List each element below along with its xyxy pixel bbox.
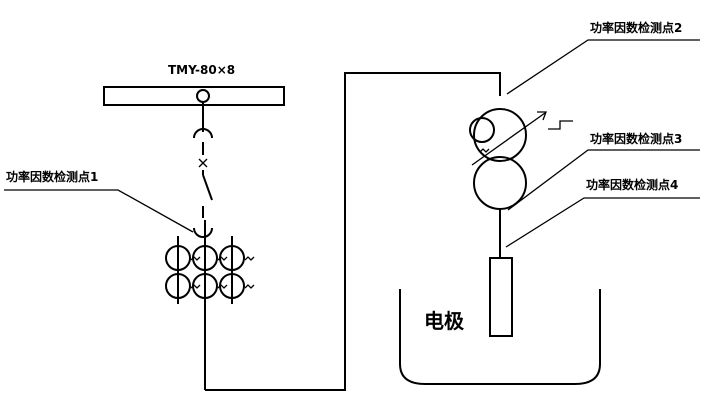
leader-point-3	[507, 149, 700, 211]
leader-point-1	[4, 189, 194, 233]
busbar-label: TMY-80×8	[168, 63, 236, 77]
upper-contact-arc	[193, 128, 213, 139]
transformer-ct-circle	[469, 117, 495, 143]
point-3-label: 功率因数检测点3	[590, 132, 683, 146]
lower-contact-arc	[193, 227, 213, 238]
feeder-cable	[205, 72, 501, 391]
ct-secondary-mark	[190, 284, 201, 289]
point-4-label: 功率因数检测点4	[586, 178, 679, 192]
ct-secondary-mark	[244, 284, 255, 289]
tap-step-symbol	[548, 120, 573, 130]
electrode-rod	[489, 257, 513, 337]
electrode-label: 电极	[424, 309, 464, 333]
transformer-secondary-winding	[473, 156, 527, 210]
ct-secondary-mark	[244, 256, 255, 261]
switch-blade	[202, 174, 213, 201]
tap-changer-arrowhead	[537, 111, 547, 121]
ct-secondary-mark	[217, 284, 228, 289]
transformer-secondary-mark	[479, 148, 490, 153]
point-2-label: 功率因数检测点2	[590, 21, 683, 35]
busbar-connection-node	[196, 89, 210, 103]
leader-point-4	[505, 197, 700, 248]
tap-changer-arrow	[471, 112, 546, 166]
ct-circle	[165, 273, 191, 299]
ct-secondary-mark	[190, 256, 201, 261]
ct-secondary-mark	[217, 256, 228, 261]
breaker-x-mark-b	[198, 158, 208, 168]
point-1-label: 功率因数检测点1	[6, 170, 99, 184]
leader-point-2	[506, 39, 700, 95]
transformer-primary-winding	[473, 108, 527, 162]
ct-circle	[165, 245, 191, 271]
busbar	[103, 86, 285, 106]
furnace-vessel	[399, 289, 601, 385]
